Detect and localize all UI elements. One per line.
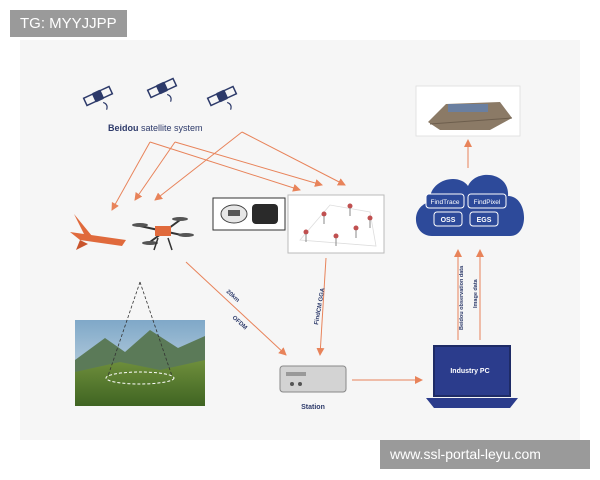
link-label-beidou-observation: Beidou observation data (459, 265, 465, 330)
link-label-image-data: Image data (473, 278, 479, 308)
camera-field-of-view (107, 281, 173, 377)
ground-control-point-panel (287, 194, 385, 254)
cloud-button-findtrace: FindTrace (425, 193, 465, 209)
satellite-signal-arrows (111, 131, 346, 211)
station-label: Station (301, 404, 325, 411)
satellite-icon (206, 85, 238, 110)
svg-text:FindPixel: FindPixel (474, 199, 501, 206)
watermark-top: TG: MYYJJPP (10, 10, 127, 37)
svg-text:EGS: EGS (477, 217, 492, 224)
terrain-photo (75, 320, 205, 406)
station-icon (279, 365, 347, 393)
payload-camera-box (212, 197, 286, 231)
drone-station-link-arrow (185, 261, 287, 356)
satellite-icon (82, 85, 114, 110)
satellite-label: Beidou satellite system (108, 123, 203, 133)
3d-model-image (415, 85, 521, 137)
gcp-station-link-arrow (316, 257, 327, 356)
svg-text:OSS: OSS (441, 217, 456, 224)
watermark-bottom: www.ssl-portal-leyu.com (380, 440, 590, 469)
industry-pc-icon (426, 345, 518, 408)
fixed-wing-drone-icon (70, 214, 126, 250)
satellite-icon (146, 77, 178, 102)
cloud-button-findpixel: FindPixel (467, 193, 507, 209)
multirotor-drone-icon (132, 217, 194, 251)
cloud-button-oss: OSS (433, 211, 463, 227)
pc-label: Industry PC (450, 368, 489, 375)
cloud-button-egs: EGS (469, 211, 499, 227)
svg-text:FindTrace: FindTrace (430, 199, 459, 206)
